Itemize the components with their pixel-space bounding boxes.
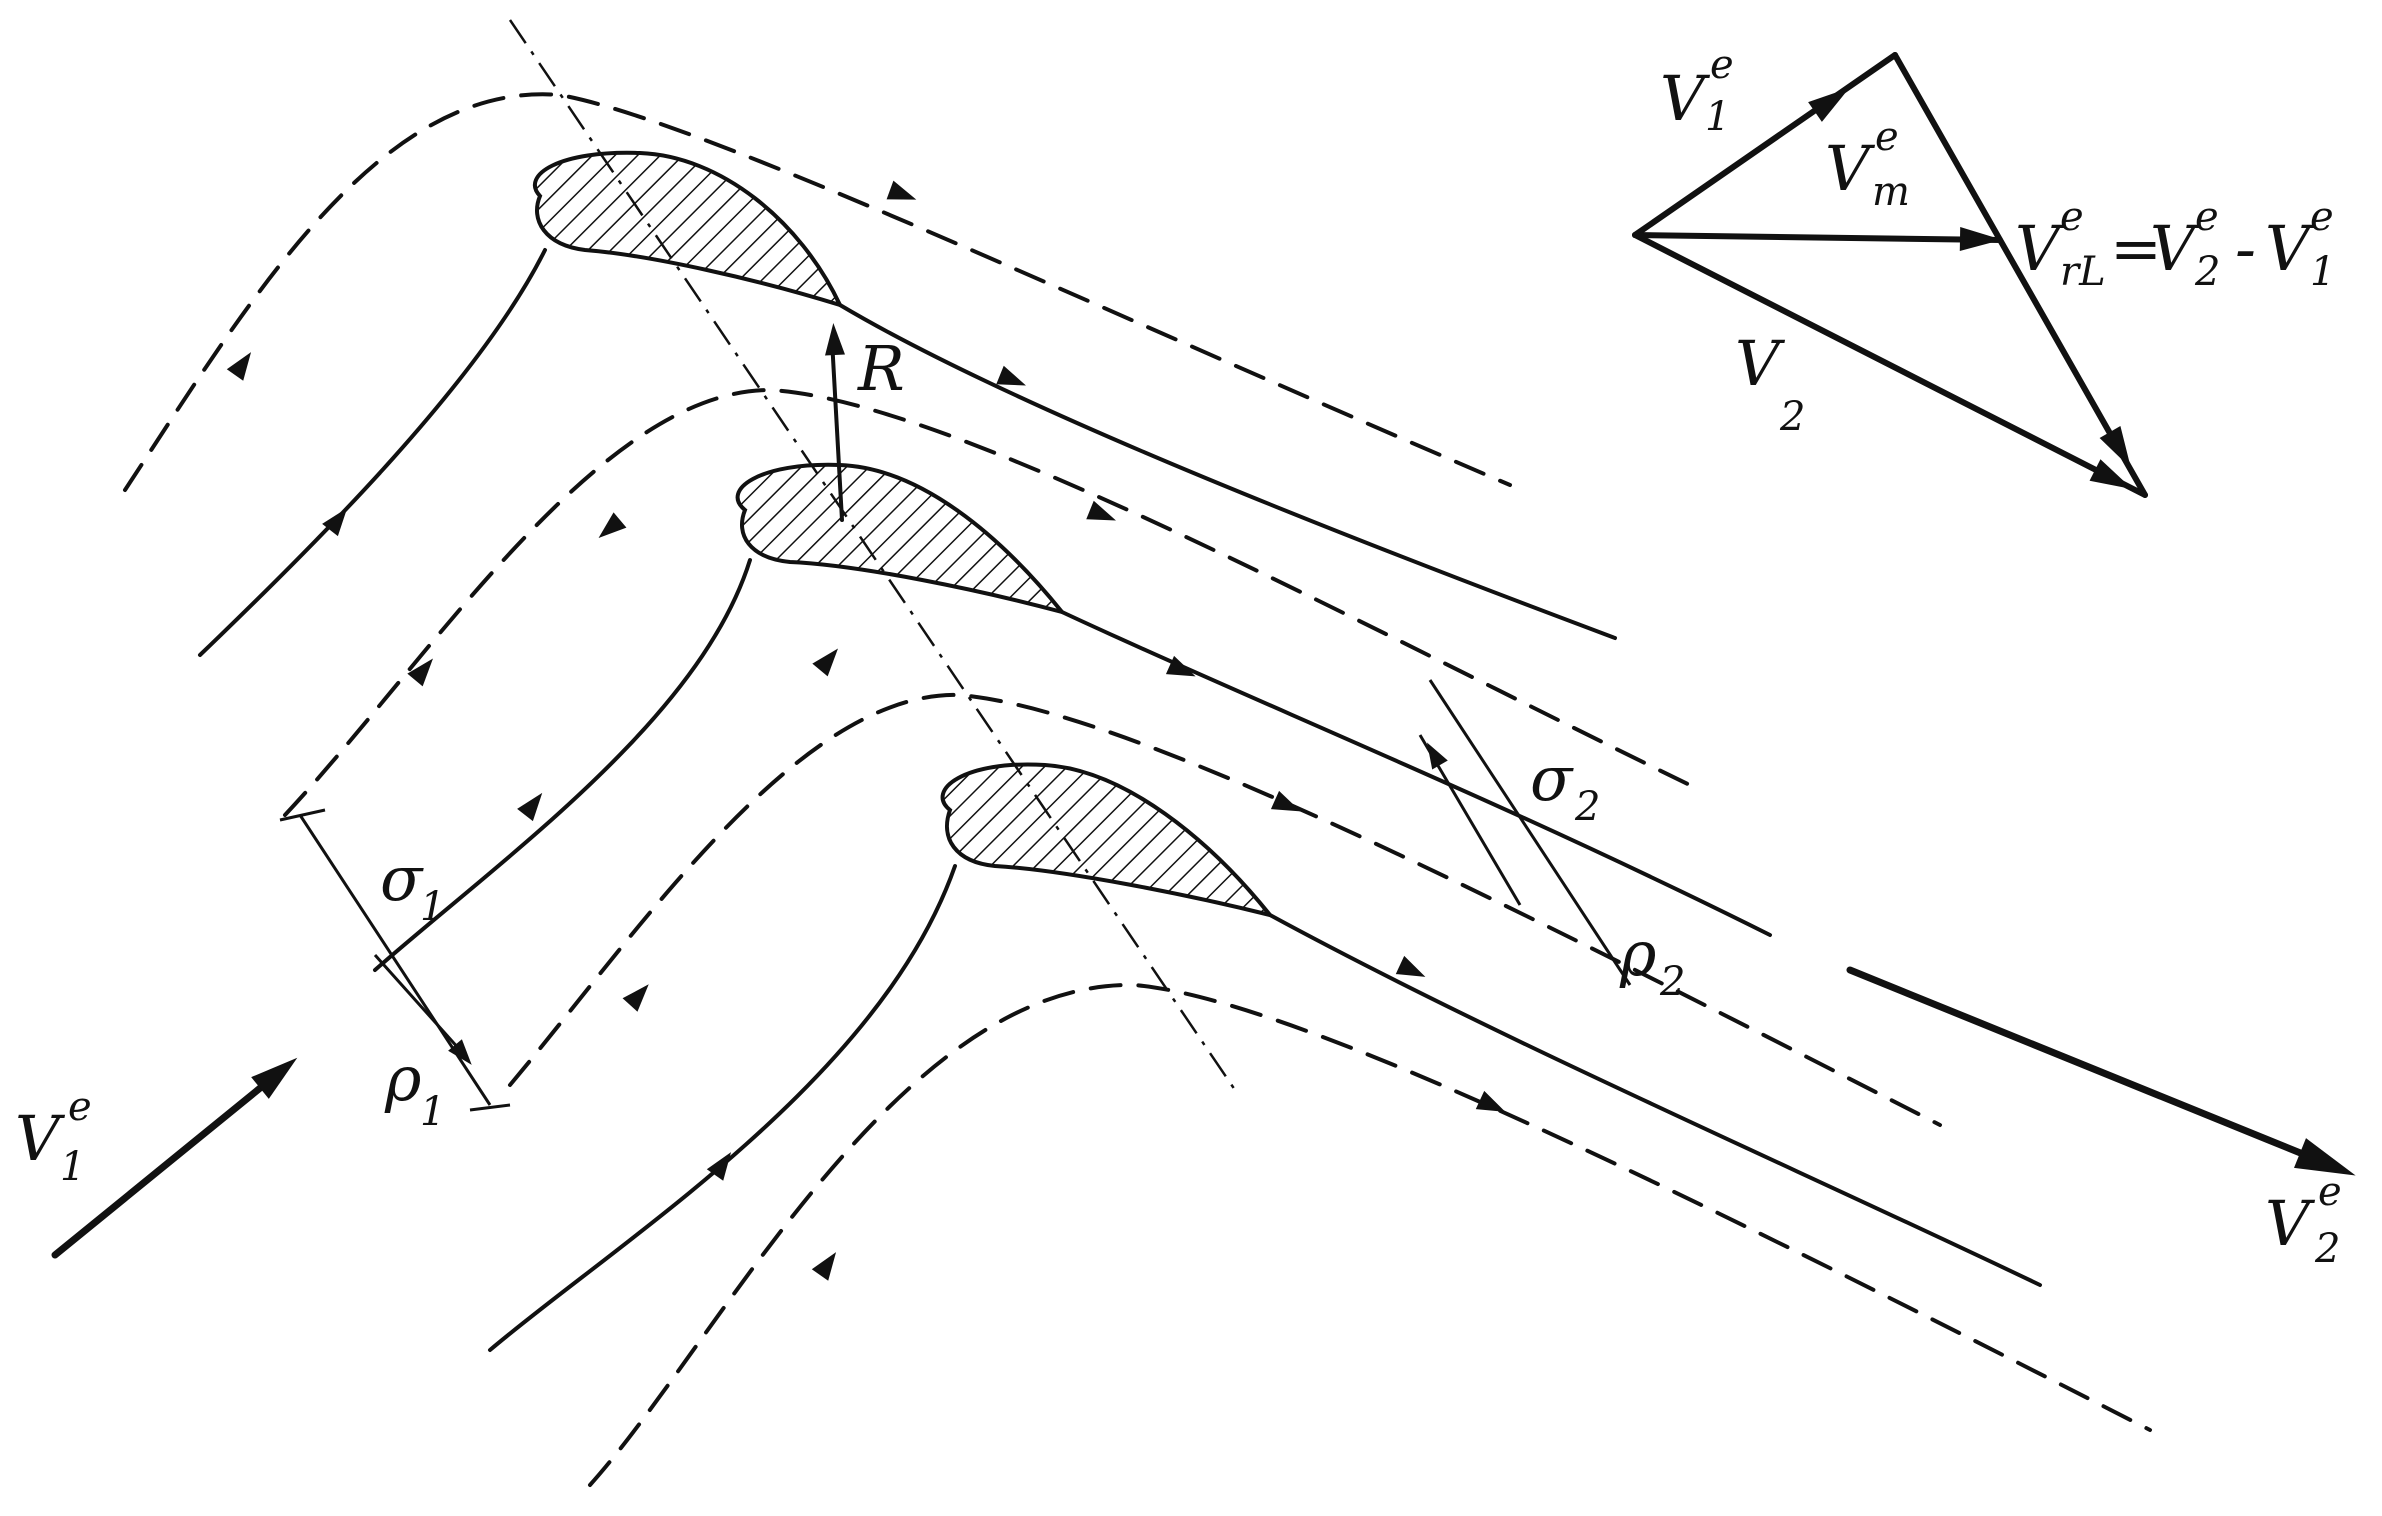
streamline-dashed-4: [588, 982, 2152, 1487]
blade-top: [532, 150, 844, 309]
svg-text:V: V: [15, 1102, 66, 1175]
streamline-dashed-3: [508, 692, 1942, 1127]
svg-text:V: V: [1660, 62, 1711, 135]
blade-middle: [735, 462, 1068, 616]
streamline-solid-2: [373, 558, 1772, 972]
svg-text:1: 1: [420, 1089, 445, 1135]
svg-text:e: e: [2060, 194, 2084, 240]
svg-text:2: 2: [1574, 784, 1600, 830]
flow-arrowheads: [226, 180, 1506, 1281]
svg-text:1: 1: [1705, 94, 1730, 140]
svg-text:e: e: [2195, 194, 2219, 240]
outlet-velocity-arrow: [1846, 966, 2356, 1176]
svg-text:e: e: [1710, 42, 1734, 88]
svg-text:V: V: [2150, 212, 2201, 285]
label-v2-outlet: V e 2: [2265, 1169, 2342, 1272]
inlet-velocity-arrow: [51, 1057, 298, 1259]
svg-text:V: V: [1825, 132, 1876, 205]
streamline-dashed-1: [123, 92, 1512, 492]
svg-text:2: 2: [1779, 394, 1805, 440]
streamline-solid-3: [488, 864, 2042, 1352]
streamline-solid-1: [198, 248, 1617, 657]
outlet-pitch-marker: [1418, 679, 1632, 986]
svg-text:σ: σ: [1530, 742, 1574, 815]
label-rho1: ρ 1: [384, 1042, 445, 1135]
cascade-front-line: [508, 19, 1237, 1091]
label-triangle-vm: V e m: [1825, 114, 1910, 215]
svg-text:-: -: [2235, 212, 2256, 285]
label-rho2: ρ 2: [1619, 917, 1685, 1005]
velocity-triangle: [1632, 52, 2148, 498]
label-triangle-v1: V e 1: [1660, 42, 1734, 140]
svg-text:V: V: [2265, 212, 2316, 285]
svg-text:2: 2: [1659, 959, 1685, 1005]
svg-text:V: V: [1735, 327, 1786, 400]
svg-text:e: e: [1875, 114, 1899, 160]
svg-text:2: 2: [2314, 1226, 2340, 1272]
svg-text:e: e: [68, 1084, 92, 1130]
label-v1-inlet: V e 1: [15, 1084, 92, 1190]
svg-text:ρ: ρ: [1619, 917, 1656, 990]
svg-text:m: m: [1872, 169, 1910, 215]
label-sigma1: σ 1: [380, 842, 445, 930]
svg-text:e: e: [2318, 1169, 2342, 1215]
inlet-pitch-marker: [279, 808, 511, 1112]
svg-text:=: =: [2110, 212, 2162, 285]
svg-text:1: 1: [2310, 249, 2335, 295]
label-triangle-v2: V 2: [1735, 327, 1805, 440]
svg-text:rL: rL: [2060, 249, 2106, 295]
svg-text:V: V: [2265, 1187, 2316, 1260]
streamline-dashed-2: [283, 387, 1702, 817]
label-triangle-relation: V e rL = V e 2 - V e 1: [2015, 194, 2335, 295]
svg-text:1: 1: [60, 1144, 85, 1190]
force-arrow-r: [825, 323, 845, 522]
svg-text:V: V: [2015, 212, 2066, 285]
svg-text:ρ: ρ: [384, 1042, 421, 1115]
svg-text:σ: σ: [380, 842, 424, 915]
label-sigma2: σ 2: [1530, 742, 1600, 830]
svg-text:e: e: [2310, 194, 2334, 240]
label-r: R: [857, 332, 905, 405]
svg-text:2: 2: [2194, 249, 2220, 295]
svg-text:1: 1: [420, 884, 445, 930]
blade-bottom: [940, 762, 1276, 919]
